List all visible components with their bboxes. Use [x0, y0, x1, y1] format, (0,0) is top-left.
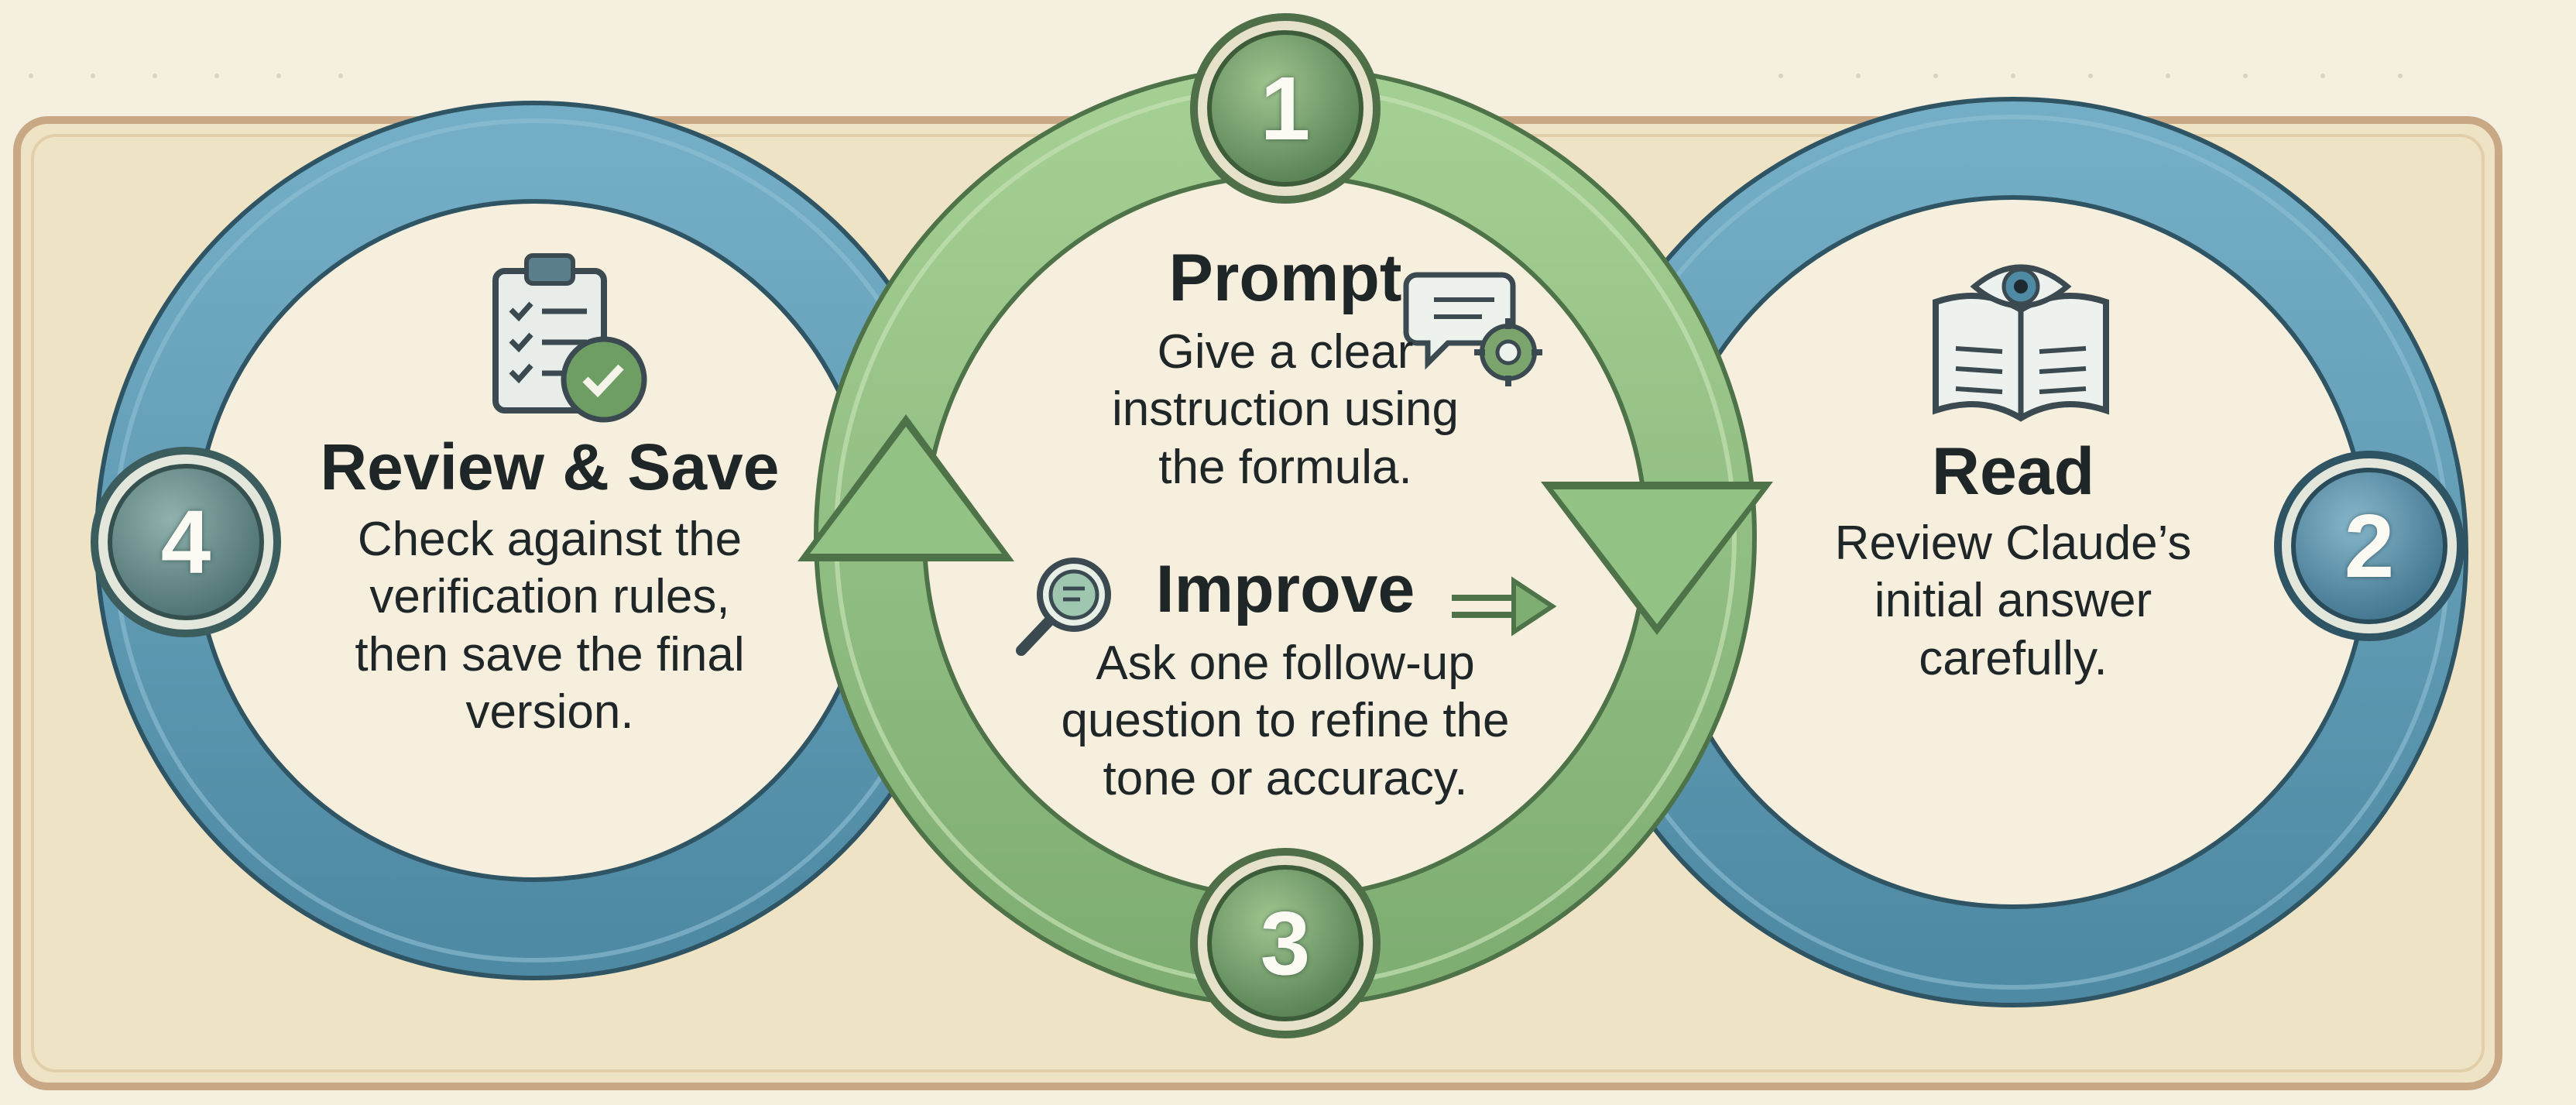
step-1-line: the formula.	[1158, 440, 1412, 494]
step-4-line: then save the final	[355, 627, 745, 681]
step-2-title: Read	[1931, 434, 2095, 509]
background-dots	[29, 74, 2403, 78]
step-3-description: Ask one follow-up question to refine the…	[1007, 635, 1564, 808]
step-3-title: Improve	[1155, 552, 1415, 626]
step-4-line: Check against the	[357, 513, 743, 566]
cycle-arrow-up	[797, 414, 1014, 561]
step-1-title: Prompt	[1168, 241, 1402, 315]
step-2-line: initial answer	[1874, 574, 2152, 628]
step-2-line: carefully.	[1919, 631, 2108, 685]
step-4-line: verification rules,	[369, 570, 730, 624]
right-arrow-icon	[1452, 576, 1557, 637]
badge-2	[2274, 451, 2465, 641]
step-3-line: tone or accuracy.	[1103, 751, 1468, 805]
book-eye-icon	[1933, 264, 2109, 422]
step-3-line: question to refine the	[1061, 694, 1510, 748]
step-4-line: version.	[465, 685, 634, 740]
step-4-number: 4	[160, 492, 211, 592]
clipboard-check-icon	[492, 253, 647, 423]
step-4-title: Review & Save	[320, 431, 780, 503]
badge-1	[1190, 13, 1381, 204]
step-2-number: 2	[2344, 496, 2395, 596]
cycle-arrow-down	[1541, 482, 1773, 635]
step-2-line: Review Claude’s	[1834, 516, 2192, 570]
magnifier-icon	[1016, 558, 1111, 656]
step-2-description: Review Claude’s initial answer carefully…	[1781, 515, 2245, 688]
step-1-description: Give a clear instruction using the formu…	[1022, 324, 1549, 496]
step-4-description: Check against the verification rules, th…	[294, 511, 805, 742]
step-1-line: instruction using	[1111, 383, 1460, 437]
step-1-number: 1	[1260, 58, 1311, 159]
chat-gear-icon	[1403, 272, 1542, 386]
badge-4	[91, 447, 281, 637]
badge-3	[1190, 848, 1381, 1038]
step-3-number: 3	[1260, 893, 1311, 993]
step-3-line: Ask one follow-up	[1096, 637, 1475, 690]
step-1-line: Give a clear	[1157, 325, 1414, 379]
